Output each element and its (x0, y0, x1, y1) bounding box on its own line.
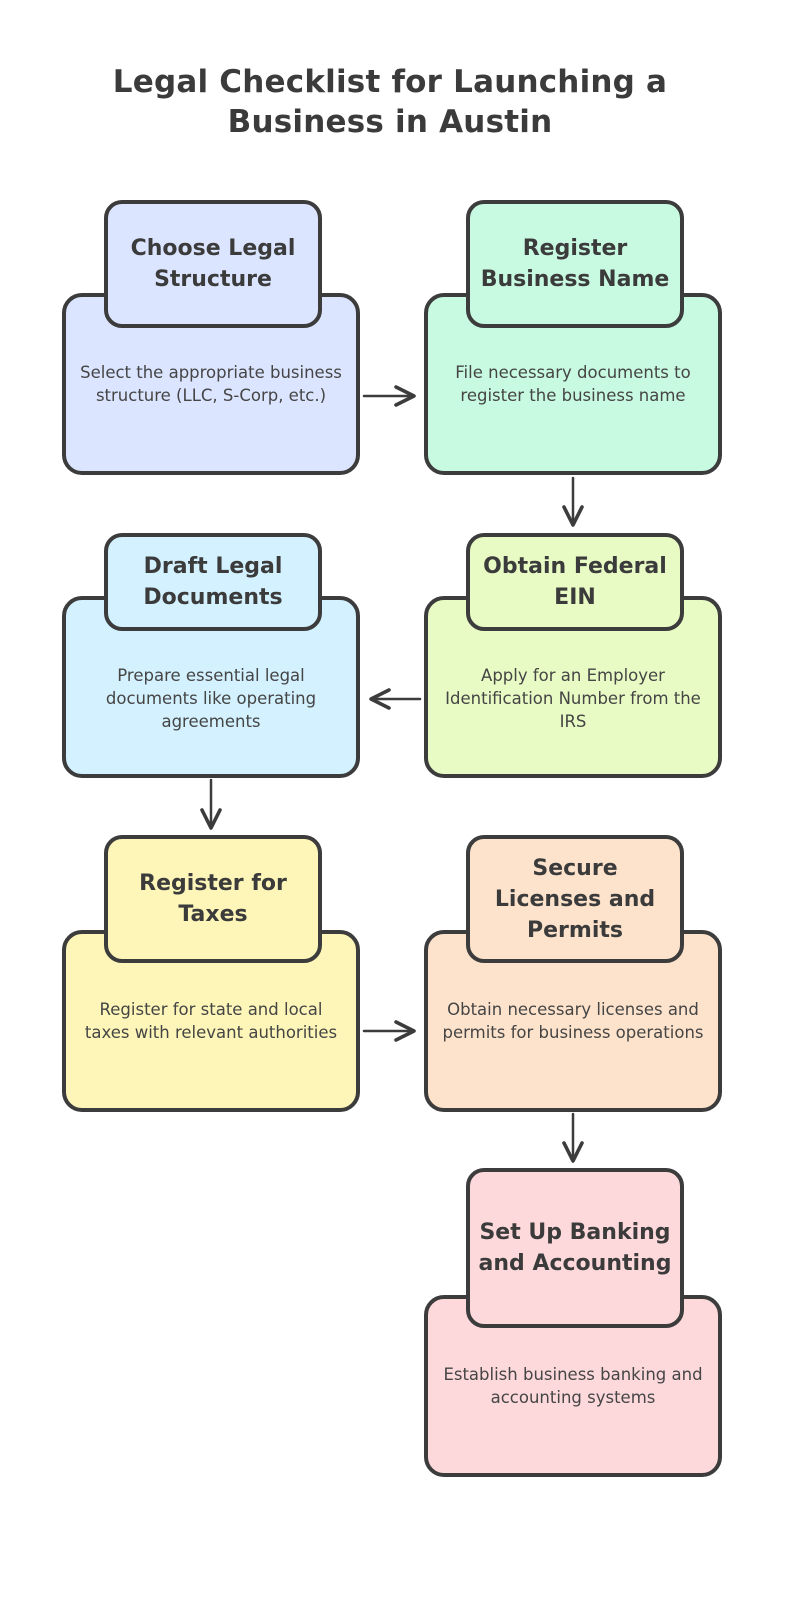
step-description: Register for state and local taxes with … (84, 1000, 338, 1042)
step-description: Establish business banking and accountin… (443, 1365, 703, 1407)
step-register-business-name: Register Business Name File necessary do… (424, 200, 722, 475)
step-choose-legal-structure: Choose Legal Structure Select the approp… (62, 200, 360, 475)
step-heading: Obtain Federal EIN (483, 554, 667, 610)
step-heading: Choose Legal Structure (130, 236, 296, 292)
step-heading-box: Set Up Banking and Accounting (466, 1168, 684, 1328)
step-secure-licenses-and-permits: Secure Licenses and Permits Obtain neces… (424, 835, 722, 1112)
step-description: Apply for an Employer Identification Num… (445, 666, 701, 731)
step-heading: Register Business Name (480, 236, 670, 292)
step-register-for-taxes: Register for Taxes Register for state an… (62, 835, 360, 1112)
step-heading-box: Register Business Name (466, 200, 684, 328)
step-heading-box: Choose Legal Structure (104, 200, 322, 328)
step-set-up-banking-and-accounting: Set Up Banking and Accounting Establish … (424, 1168, 722, 1477)
step-description: Select the appropriate business structur… (80, 363, 342, 405)
diagram-title: Legal Checklist for Launching a Business… (112, 64, 668, 140)
step-heading-box: Draft Legal Documents (104, 533, 322, 631)
step-heading-box: Secure Licenses and Permits (466, 835, 684, 963)
step-description: Obtain necessary licenses and permits fo… (442, 1000, 704, 1042)
step-heading: Register for Taxes (139, 871, 287, 927)
step-heading: Secure Licenses and Permits (494, 855, 656, 943)
step-heading: Set Up Banking and Accounting (478, 1220, 672, 1276)
step-description: File necessary documents to register the… (455, 363, 691, 405)
step-heading-box: Register for Taxes (104, 835, 322, 963)
step-heading-box: Obtain Federal EIN (466, 533, 684, 631)
step-heading: Draft Legal Documents (143, 554, 283, 610)
step-obtain-federal-ein: Obtain Federal EIN Apply for an Employer… (424, 533, 722, 778)
step-description: Prepare essential legal documents like o… (105, 666, 317, 731)
step-draft-legal-documents: Draft Legal Documents Prepare essential … (62, 533, 360, 778)
